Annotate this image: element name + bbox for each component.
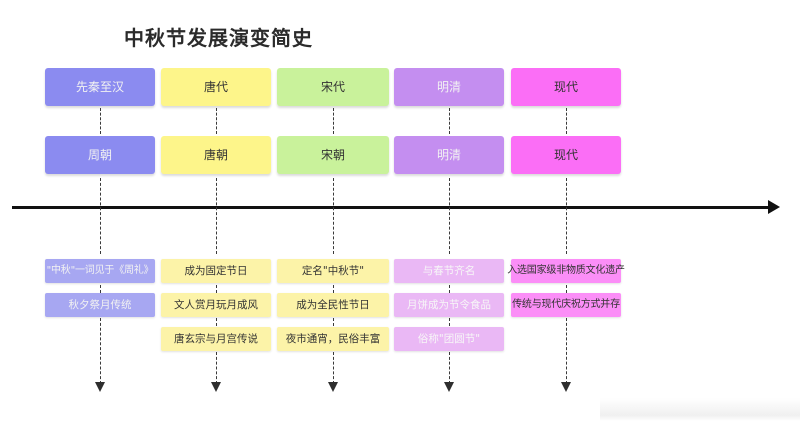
era-box-5: 现代 <box>511 68 621 106</box>
content-box-c4-r1: 与春节齐名 <box>394 259 504 283</box>
connector-content-3-2 <box>333 318 334 326</box>
connector-tail-2 <box>216 352 217 384</box>
content-box-c5-r1: 入选国家级非物质文化遗产 <box>507 259 625 283</box>
connector-content-4-1 <box>449 285 450 293</box>
connector-axis-5 <box>566 178 567 254</box>
timeline-axis-arrow-icon <box>768 200 780 214</box>
content-box-c3-r2: 成为全民性节日 <box>277 293 389 317</box>
connector-content-4-2 <box>449 318 450 326</box>
down-arrow-icon-1 <box>95 382 105 392</box>
content-box-c5-r2: 传统与现代庆祝方式并存 <box>511 293 621 317</box>
connector-content-5-1 <box>566 285 567 293</box>
connector-era-dynasty-4 <box>449 108 450 134</box>
dynasty-box-3: 宋朝 <box>277 136 389 174</box>
connector-tail-4 <box>449 352 450 384</box>
dynasty-box-4: 明清 <box>394 136 504 174</box>
connector-content-3-1 <box>333 285 334 293</box>
connector-era-dynasty-2 <box>216 108 217 134</box>
connector-era-dynasty-3 <box>333 108 334 134</box>
content-box-c4-r3: 俗称"团圆节" <box>394 327 504 351</box>
content-box-c1-r2: 秋夕祭月传统 <box>45 293 155 317</box>
era-box-4: 明清 <box>394 68 504 106</box>
connector-axis-4 <box>449 178 450 254</box>
era-box-3: 宋代 <box>277 68 389 106</box>
era-box-2: 唐代 <box>161 68 271 106</box>
connector-tail-5 <box>566 318 567 384</box>
timeline-axis-line <box>12 206 774 209</box>
connector-axis-2 <box>216 178 217 254</box>
content-box-c4-r2: 月饼成为节令食品 <box>394 293 504 317</box>
down-arrow-icon-4 <box>444 382 454 392</box>
down-arrow-icon-3 <box>328 382 338 392</box>
connector-axis-3 <box>333 178 334 254</box>
dynasty-box-5: 现代 <box>511 136 621 174</box>
connector-content-1-1 <box>100 285 101 293</box>
connector-content-2-2 <box>216 318 217 326</box>
connector-era-dynasty-5 <box>566 108 567 134</box>
down-arrow-icon-2 <box>211 382 221 392</box>
content-box-c3-r3: 夜市通宵，民俗丰富 <box>277 327 389 351</box>
connector-tail-3 <box>333 352 334 384</box>
connector-era-dynasty-1 <box>100 108 101 134</box>
content-box-c1-r1: "中秋"一词见于《周礼》 <box>45 259 155 283</box>
page-edge-shadow <box>600 398 800 421</box>
down-arrow-icon-5 <box>561 382 571 392</box>
era-box-1: 先秦至汉 <box>45 68 155 106</box>
connector-content-2-1 <box>216 285 217 293</box>
connector-tail-1 <box>100 318 101 384</box>
connector-axis-1 <box>100 178 101 254</box>
page-title: 中秋节发展演变简史 <box>124 26 313 50</box>
content-box-c2-r3: 唐玄宗与月宫传说 <box>161 327 271 351</box>
content-box-c2-r2: 文人赏月玩月成风 <box>161 293 271 317</box>
dynasty-box-1: 周朝 <box>45 136 155 174</box>
dynasty-box-2: 唐朝 <box>161 136 271 174</box>
content-box-c2-r1: 成为固定节日 <box>161 259 271 283</box>
content-box-c3-r1: 定名"中秋节" <box>277 259 389 283</box>
